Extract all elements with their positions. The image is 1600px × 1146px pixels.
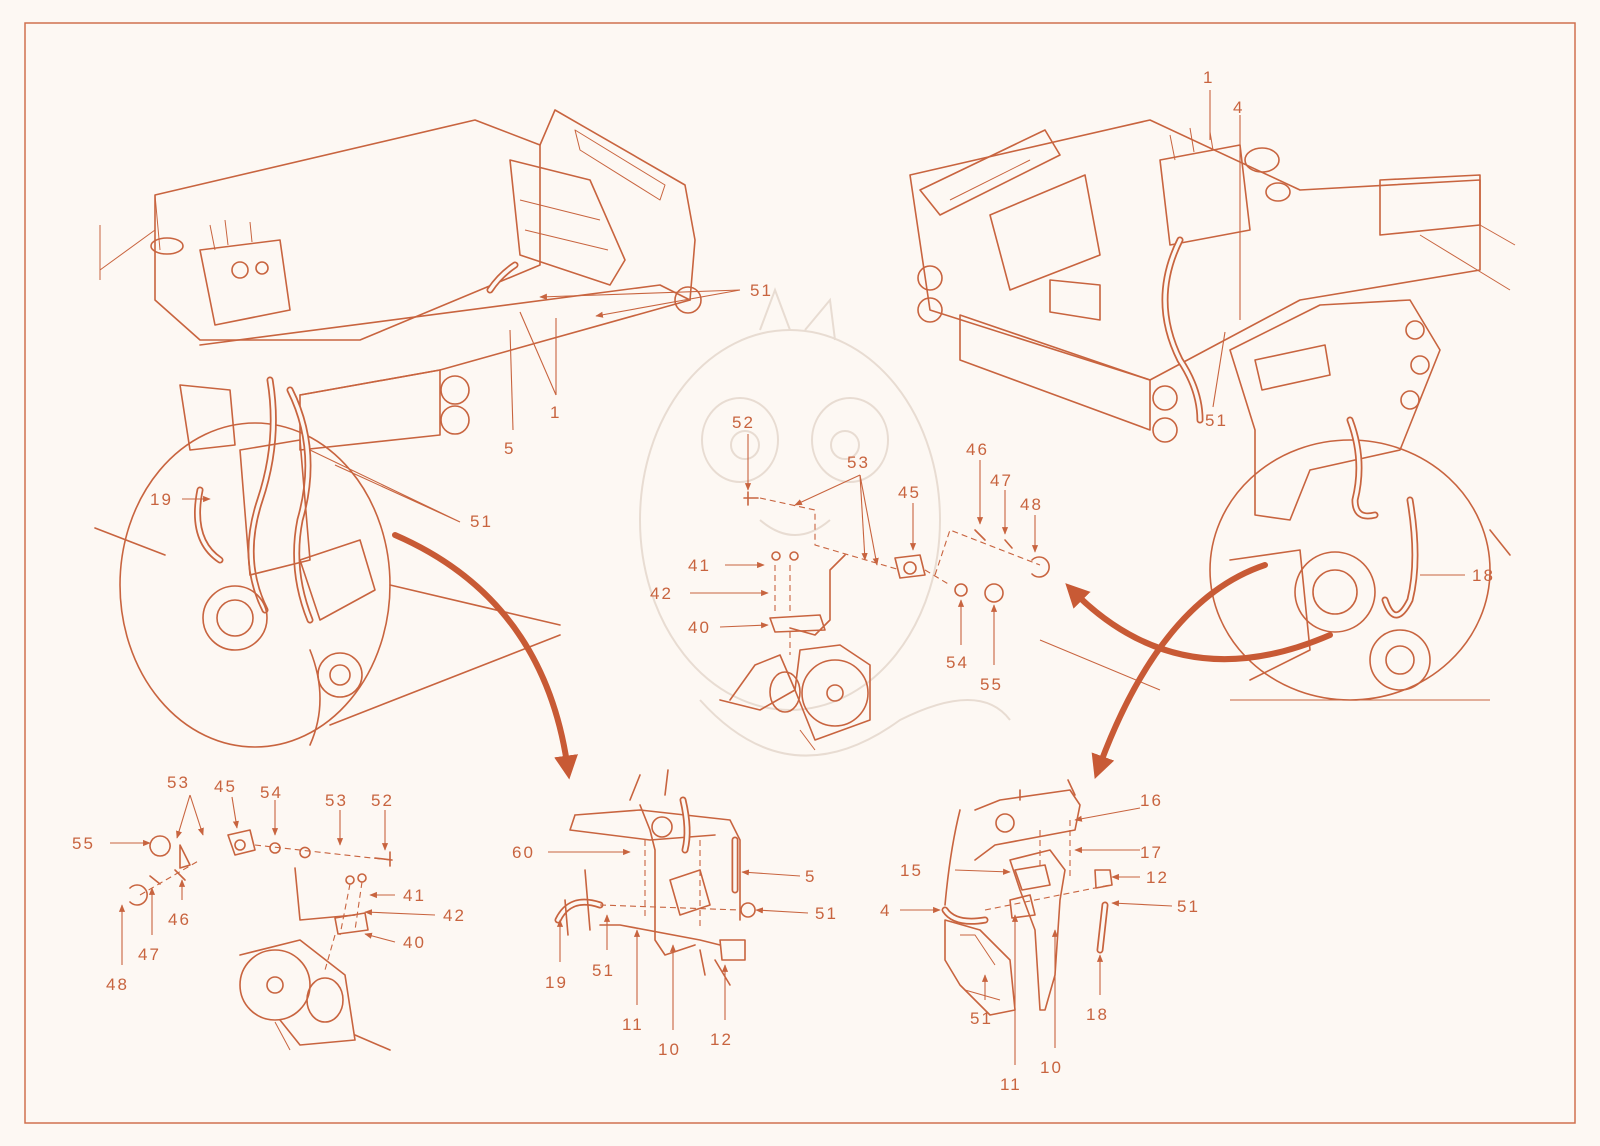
label-12: 12 (710, 1030, 733, 1049)
label-55: 55 (72, 834, 95, 853)
label-42: 42 (650, 584, 673, 603)
label-54: 54 (946, 653, 969, 672)
label-51: 51 (1177, 897, 1200, 916)
label-1: 1 (1203, 68, 1214, 87)
label-48: 48 (106, 975, 129, 994)
bl-motor (239, 949, 311, 1021)
label-19: 19 (150, 490, 173, 509)
label-54: 54 (260, 783, 283, 802)
label-45: 45 (898, 483, 921, 502)
label-15: 15 (900, 861, 923, 880)
center-exploded-view (719, 491, 1050, 751)
label-53: 53 (325, 791, 348, 810)
label-51: 51 (592, 961, 615, 980)
arrow-right-to-br (1091, 562, 1268, 780)
label-46: 46 (966, 440, 989, 459)
center-callouts: 52 53 45 46 47 48 41 42 40 54 55 (650, 413, 1043, 694)
transfer-arrows (392, 532, 1333, 780)
label-16: 16 (1140, 791, 1163, 810)
label-10: 10 (658, 1040, 681, 1059)
label-5: 5 (504, 439, 515, 458)
left-drive-motor (202, 585, 268, 651)
bl-callouts: 53 45 54 53 52 55 41 42 40 46 47 48 (72, 773, 466, 994)
br-exploded-view (941, 779, 1113, 1016)
label-53: 53 (847, 453, 870, 472)
br-callouts: 16 17 15 12 4 51 18 51 11 10 (880, 791, 1200, 1094)
right-drive-motor (1294, 551, 1376, 633)
label-41: 41 (688, 556, 711, 575)
arrow-left-to-bm (392, 532, 578, 780)
label-53: 53 (167, 773, 190, 792)
right-roller-assembly (909, 119, 1516, 701)
label-40: 40 (688, 618, 711, 637)
label-10: 10 (1040, 1058, 1063, 1077)
arrow-right-to-center (1065, 583, 1333, 663)
label-4: 4 (1233, 98, 1244, 117)
label-55: 55 (980, 675, 1003, 694)
label-47: 47 (990, 471, 1013, 490)
tl-callouts: 51 5 1 19 51 (150, 281, 773, 531)
page-border (24, 22, 1576, 1124)
label-51: 51 (815, 904, 838, 923)
bm-callouts: 60 5 51 19 51 11 10 12 (512, 843, 838, 1059)
label-60: 60 (512, 843, 535, 862)
label-19: 19 (545, 973, 568, 992)
label-5: 5 (805, 867, 816, 886)
left-roller-assembly (94, 109, 702, 748)
watermark-mascot (639, 287, 1011, 757)
label-18: 18 (1086, 1005, 1109, 1024)
label-45: 45 (214, 777, 237, 796)
label-48: 48 (1020, 495, 1043, 514)
label-51: 51 (1205, 411, 1228, 430)
bl-exploded-view (129, 829, 393, 1051)
label-51: 51 (970, 1009, 993, 1028)
label-1: 1 (550, 403, 561, 422)
label-18: 18 (1472, 566, 1495, 585)
label-52: 52 (732, 413, 755, 432)
label-4: 4 (880, 901, 891, 920)
label-11: 11 (1000, 1075, 1022, 1094)
label-12: 12 (1146, 868, 1169, 887)
label-46: 46 (168, 910, 191, 929)
label-40: 40 (403, 933, 426, 952)
label-42: 42 (443, 906, 466, 925)
tr-callouts: 1 4 51 18 (1203, 68, 1495, 585)
label-17: 17 (1140, 843, 1163, 862)
label-52: 52 (371, 791, 394, 810)
label-41: 41 (403, 886, 426, 905)
label-11: 11 (622, 1015, 644, 1034)
center-motor (801, 659, 869, 727)
label-47: 47 (138, 945, 161, 964)
label-51: 51 (750, 281, 773, 300)
bm-exploded-view (554, 769, 756, 986)
label-51: 51 (470, 512, 493, 531)
